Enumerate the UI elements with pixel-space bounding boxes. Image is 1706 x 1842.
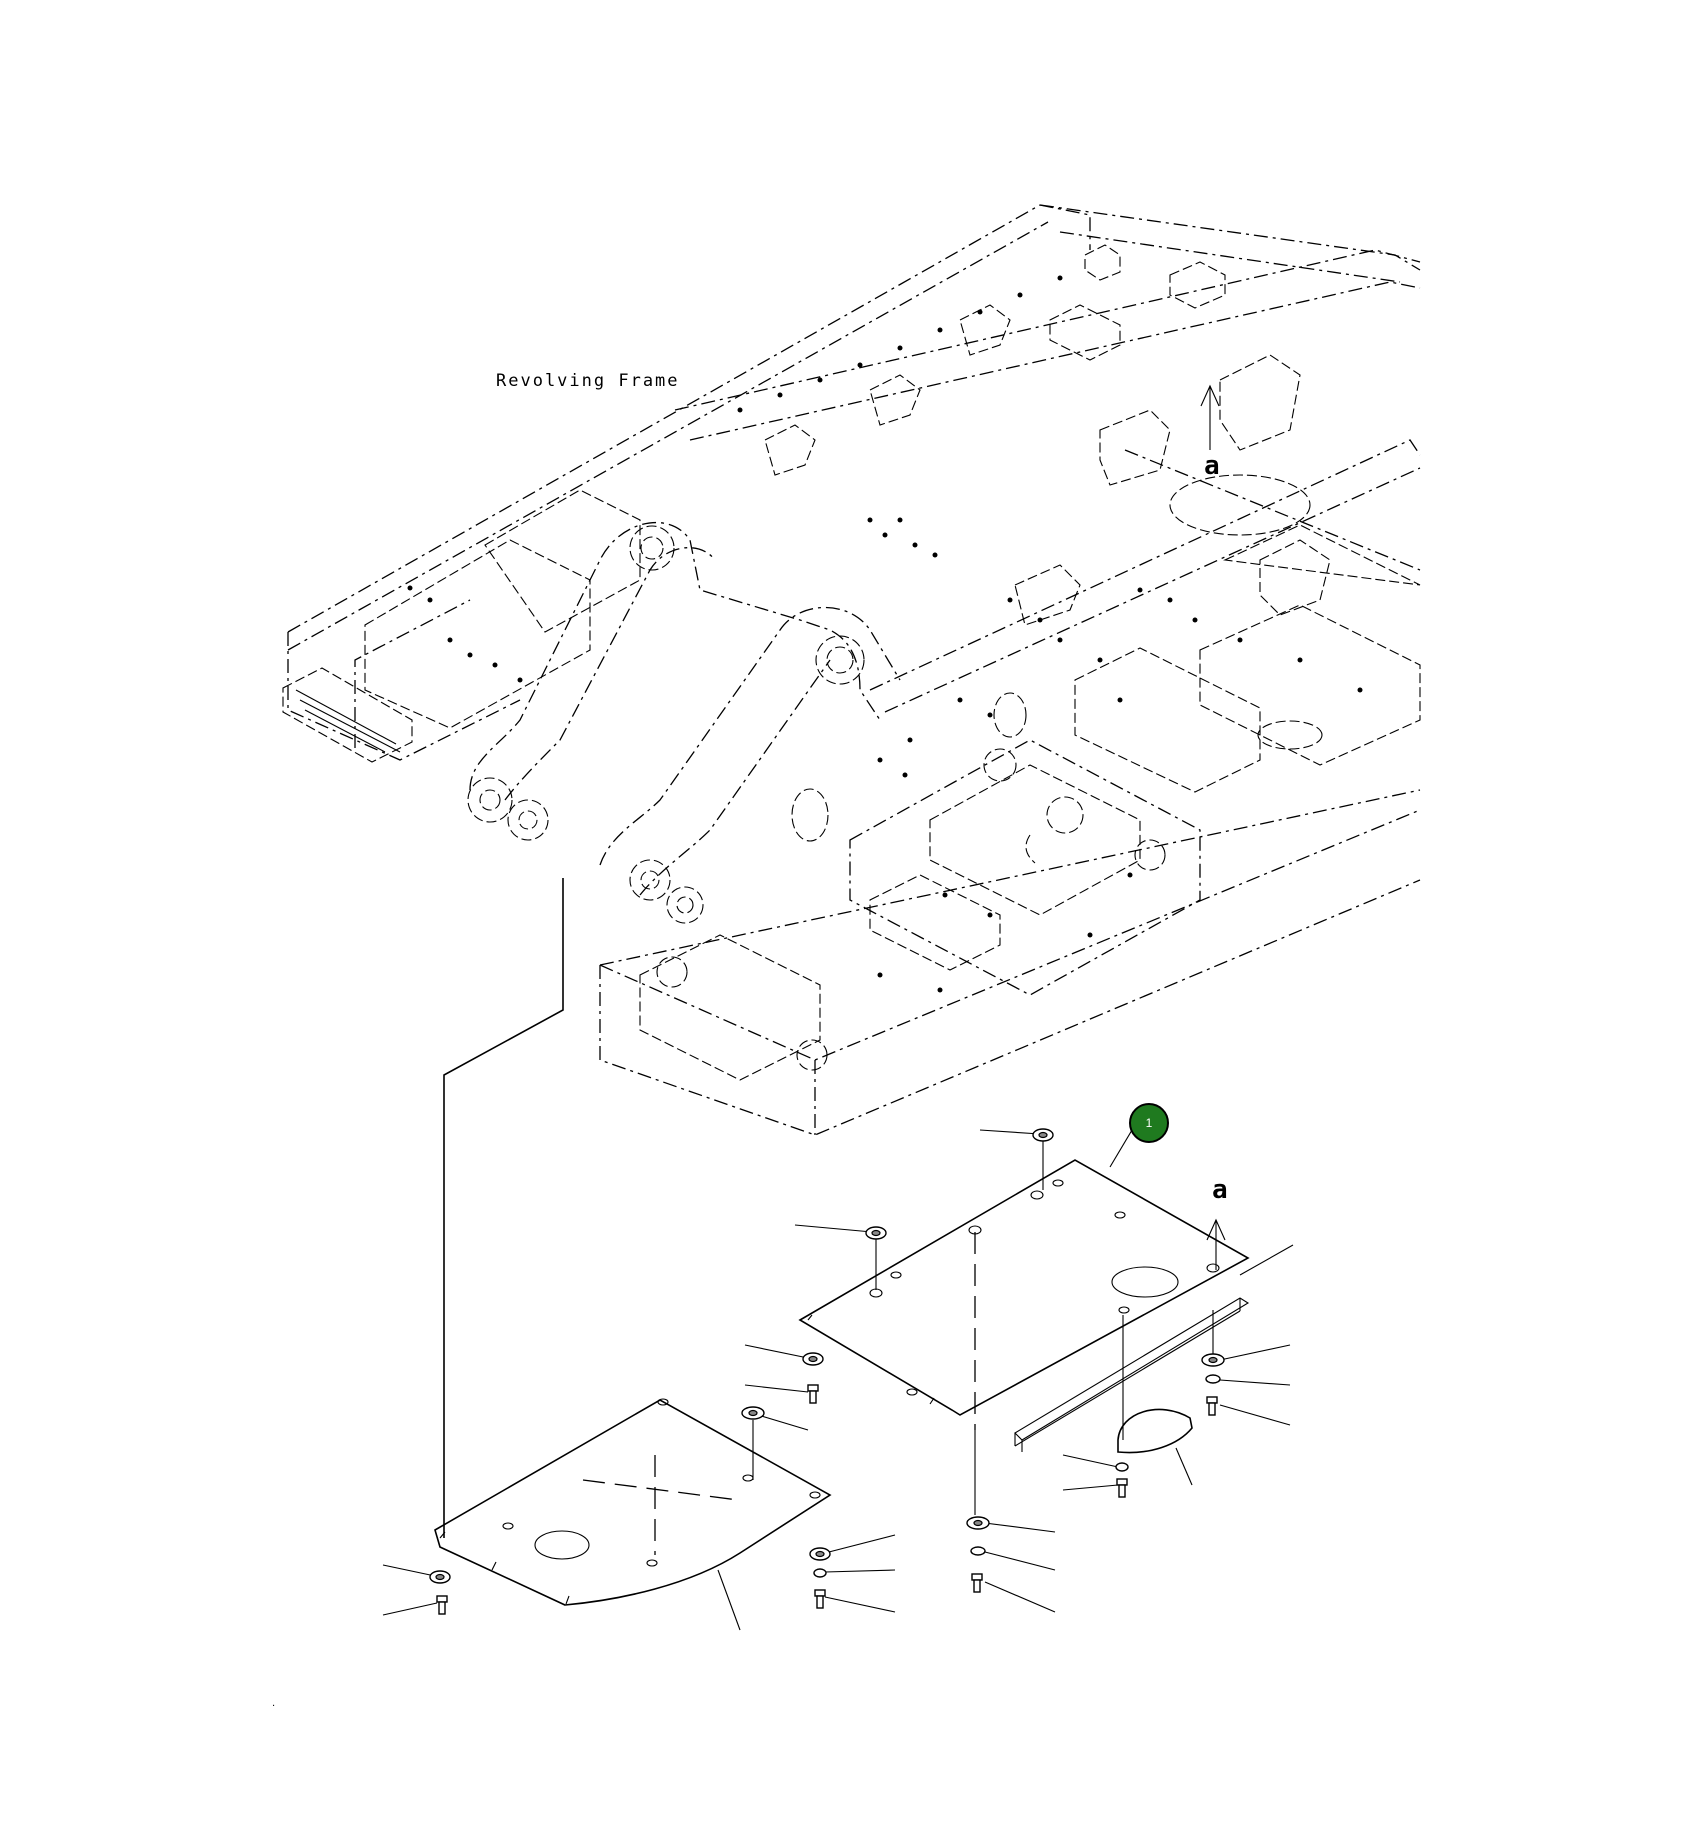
callout-number: 1 bbox=[1146, 1116, 1153, 1130]
reference-label-bottom: a bbox=[1212, 1175, 1228, 1205]
callout-circle[interactable] bbox=[1129, 1103, 1169, 1143]
hardware-set bbox=[382, 1128, 1291, 1616]
reference-label-top: a bbox=[1204, 451, 1220, 481]
lower-left-cover-plate bbox=[434, 1398, 832, 1631]
revolving-frame-label: Revolving Frame bbox=[496, 371, 680, 391]
leader-line-left bbox=[443, 878, 564, 1538]
main-cover-plate bbox=[798, 1124, 1250, 1430]
reference-arrow-top bbox=[1200, 384, 1220, 450]
seal-strip bbox=[1014, 1244, 1294, 1452]
small-cover-plate bbox=[1117, 1315, 1193, 1486]
revolving-frame bbox=[282, 204, 1421, 1136]
callout-item-1[interactable]: 1 bbox=[1129, 1103, 1169, 1143]
footer-mark: . bbox=[272, 1698, 275, 1709]
reference-arrow-bottom bbox=[1206, 1218, 1226, 1270]
